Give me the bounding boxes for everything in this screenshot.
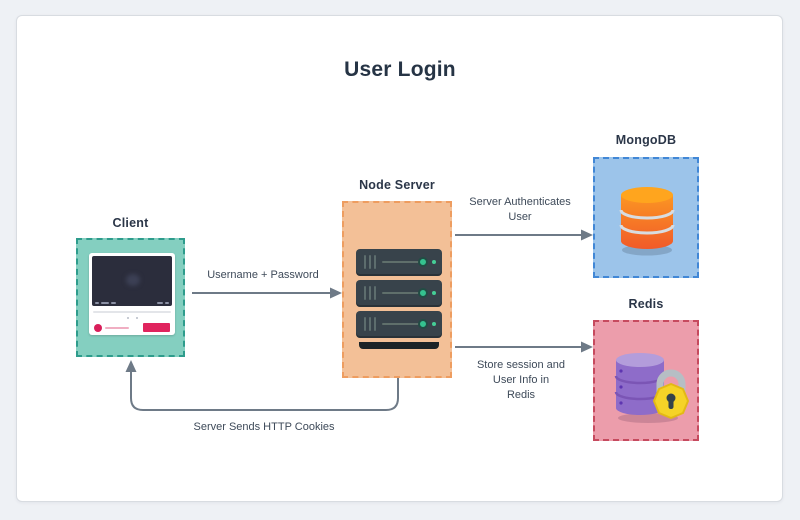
server-base bbox=[359, 342, 439, 349]
channel-row bbox=[94, 323, 170, 332]
server-unit-icon bbox=[356, 280, 442, 307]
video-player-icon bbox=[89, 253, 175, 335]
mongodb-node-label: MongoDB bbox=[615, 133, 677, 147]
server-unit-icon bbox=[356, 311, 442, 338]
client-node-label: Client bbox=[112, 216, 149, 230]
server-rack-icon bbox=[356, 249, 442, 349]
server-unit-icon bbox=[356, 249, 442, 276]
mongodb-node bbox=[593, 157, 699, 278]
edge-label-http-cookies: Server Sends HTTP Cookies bbox=[193, 421, 335, 433]
redis-node bbox=[593, 320, 699, 441]
video-glow bbox=[126, 274, 140, 286]
video-progress-line bbox=[93, 311, 171, 313]
diagram-title: User Login bbox=[344, 58, 456, 81]
channel-name-line bbox=[105, 326, 129, 329]
subscribe-button-icon bbox=[143, 323, 170, 332]
like-dislike-dots bbox=[89, 317, 175, 319]
edge-label-server-authenticates: Server Authenticates User bbox=[469, 196, 571, 223]
channel-avatar-icon bbox=[94, 323, 102, 332]
node-server-label: Node Server bbox=[359, 178, 435, 192]
client-node bbox=[76, 238, 185, 357]
lock-icon bbox=[653, 369, 689, 419]
edge-label-username-password: Username + Password bbox=[207, 269, 319, 281]
redis-node-label: Redis bbox=[628, 297, 664, 311]
mongodb-database-icon bbox=[619, 187, 675, 256]
redis-database-icon bbox=[614, 353, 689, 423]
node-server-node bbox=[342, 201, 452, 378]
video-screen bbox=[92, 256, 172, 306]
edge-label-store-session: Store session and User Info in Redis bbox=[476, 359, 566, 401]
video-controls bbox=[95, 301, 169, 304]
